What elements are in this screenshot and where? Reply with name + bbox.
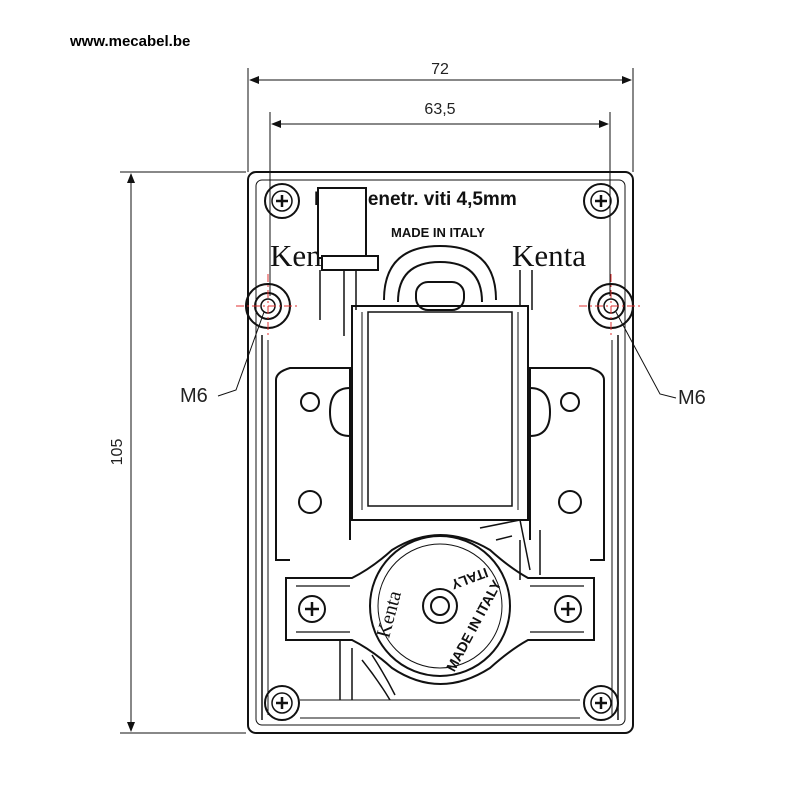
mounting-hole-right: [579, 274, 643, 338]
corner-screw-bottom-left: [264, 685, 300, 721]
mounting-hole-left: [236, 274, 300, 338]
gearbox-screw-left: [298, 595, 326, 623]
corner-screw-bottom-right: [583, 685, 619, 721]
dimension-label-63-5: 63,5: [424, 101, 455, 118]
callout-m6-left: M6: [180, 311, 265, 407]
output-shaft: [422, 588, 458, 624]
cable-connector: [317, 187, 379, 336]
dimension-hole-spacing: 63,5: [269, 101, 611, 296]
brand-logo-right: Kenta: [512, 238, 586, 273]
website-label[interactable]: www.mecabel.be: [70, 33, 191, 50]
gearbox-screw-right: [554, 595, 582, 623]
gear-details: [339, 519, 541, 701]
corner-screw-top-right: [583, 183, 619, 219]
dimension-label-105: 105: [109, 439, 126, 466]
dimension-overall-height: 105: [109, 171, 246, 734]
corner-screw-top-left: [264, 183, 300, 219]
dimension-label-72: 72: [431, 61, 449, 78]
bearing-housing: [383, 244, 533, 311]
callout-label-m6-right: M6: [678, 387, 706, 409]
rotor-disc: [369, 535, 511, 677]
callout-label-m6-left: M6: [180, 385, 208, 407]
stator-coil: [351, 305, 529, 521]
motor-body: [247, 171, 634, 734]
dimension-overall-width: 72: [247, 61, 634, 172]
callout-m6-right: M6: [615, 311, 706, 409]
side-plates: [275, 367, 605, 561]
made-in-italy-top: MADE IN ITALY: [391, 225, 485, 240]
